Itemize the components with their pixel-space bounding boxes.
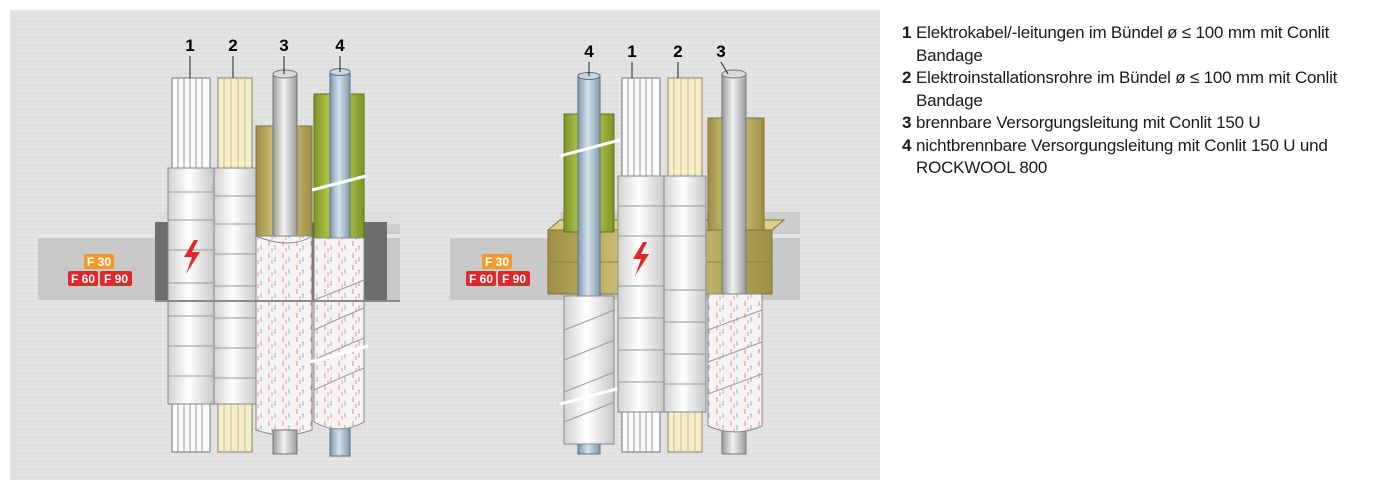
badge-f90: F 90 (104, 272, 128, 286)
legend-text: Elektrokabel/-leitungen im Bündel ø ≤ 10… (916, 23, 1330, 65)
fire-class-badges-right: F 30 F 60 F 90 (466, 254, 530, 286)
legend-number: 1 (902, 23, 912, 42)
badge-f30: F 30 (87, 255, 111, 269)
fire-seal-diagram: 1 2 3 4 F 30 F 60 F 90 (10, 10, 880, 480)
legend-item: 2 Elektroinstallationsrohre im Bündel ø … (902, 67, 1362, 112)
pipe-label: 2 (228, 36, 237, 55)
legend: 1 Elektrokabel/-leitungen im Bündel ø ≤ … (902, 22, 1362, 180)
pipe-label: 3 (716, 42, 725, 61)
panel-left-pipe-labels: 1 2 3 4 (185, 36, 345, 78)
conduit-bundle-2 (213, 77, 257, 453)
panel-left (38, 68, 400, 457)
panel-right-pipe-labels: 4 1 2 3 (584, 42, 729, 78)
legend-number: 3 (902, 113, 912, 132)
pipe-label: 2 (673, 42, 682, 61)
badge-f60: F 60 (469, 272, 493, 286)
legend-item: 3 brennbare Versorgungsleitung mit Conli… (902, 112, 1362, 135)
lightning-icon (184, 240, 200, 274)
pipe-label: 3 (279, 36, 288, 55)
noncombustible-pipe-4-right (559, 72, 621, 455)
combustible-pipe-3 (255, 69, 313, 455)
noncombustible-pipe-4 (309, 68, 369, 457)
combustible-pipe-3-right (707, 69, 765, 455)
legend-text: nichtbrennbare Versorgungsleitung mit Co… (916, 135, 1328, 178)
fire-class-badges-left: F 30 F 60 F 90 (68, 254, 132, 286)
cable-bundle-1 (167, 77, 215, 453)
conduit-bundle-2-right (663, 77, 707, 453)
legend-text: brennbare Versorgungsleitung mit Conlit … (916, 113, 1261, 132)
cable-bundle-1-right (617, 77, 665, 453)
panel-right (450, 69, 800, 455)
legend-item: 1 Elektrokabel/-leitungen im Bündel ø ≤ … (902, 22, 1362, 67)
legend-item: 4 nichtbrennbare Versorgungsleitung mit … (902, 135, 1362, 180)
badge-f60: F 60 (71, 272, 95, 286)
legend-number: 2 (902, 68, 912, 87)
legend-number: 4 (902, 135, 912, 155)
legend-text: Elektroinstallationsrohre im Bündel ø ≤ … (916, 68, 1338, 110)
pipe-label: 4 (335, 36, 345, 55)
pipe-label: 1 (185, 36, 194, 55)
pipe-label: 4 (584, 42, 594, 61)
badge-f30: F 30 (485, 255, 509, 269)
lightning-icon (633, 242, 649, 276)
badge-f90: F 90 (502, 272, 526, 286)
pipe-label: 1 (627, 42, 636, 61)
